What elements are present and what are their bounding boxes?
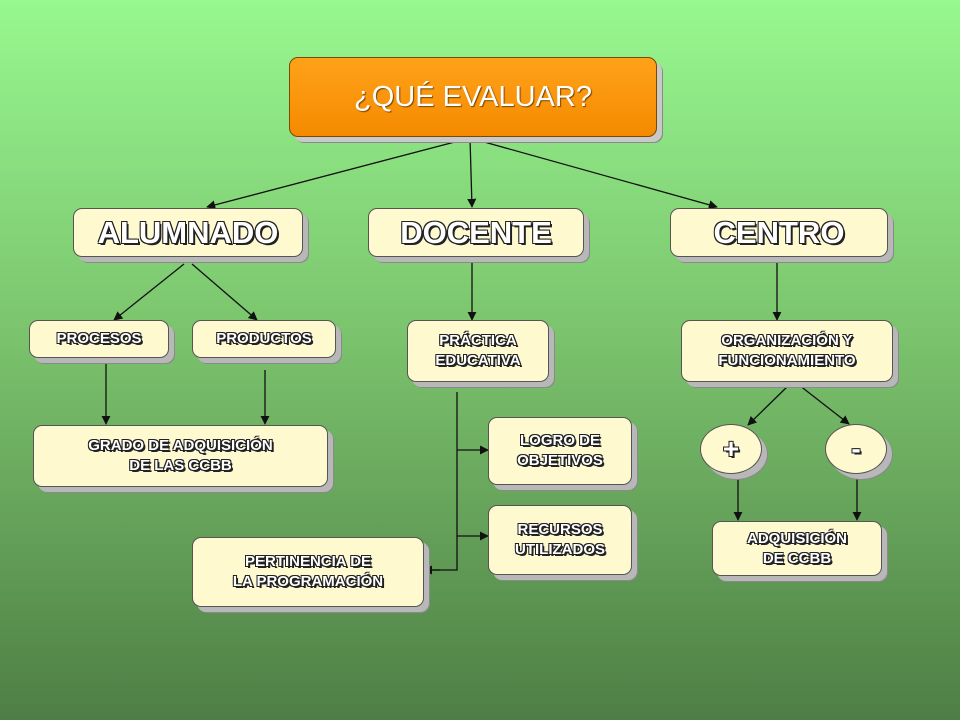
- adquisicion-node: ADQUISICIÓN DE CCBB: [712, 521, 882, 576]
- connector-practica-trunk: [428, 392, 458, 571]
- centro-node: CENTRO: [670, 208, 888, 257]
- recursos-node: RECURSOS UTILIZADOS: [488, 505, 632, 575]
- docente-label: DOCENTE: [400, 214, 552, 250]
- arrow-alumnado-productos: [191, 263, 258, 321]
- logro-node: LOGRO DE OBJETIVOS: [488, 417, 632, 485]
- arrow-title-docente: [467, 137, 477, 208]
- procesos-node: PROCESOS: [29, 320, 169, 358]
- organizacion-label: ORGANIZACIÓN Y FUNCIONAMIENTO: [718, 332, 856, 369]
- minus-label: -: [851, 433, 861, 464]
- arrow-title-centro: [469, 137, 718, 210]
- organizacion-node: ORGANIZACIÓN Y FUNCIONAMIENTO: [681, 320, 893, 382]
- title-node: ¿QUÉ EVALUAR?: [289, 57, 657, 137]
- productos-node: PRODUCTOS: [192, 320, 336, 358]
- pertinencia-label: PERTINENCIA DE LA PROGRAMACIÓN: [232, 553, 384, 590]
- grado-node: GRADO DE ADQUISICIÓN DE LAS CCBB: [33, 425, 328, 487]
- productos-label: PRODUCTOS: [216, 330, 312, 347]
- docente-node: DOCENTE: [368, 208, 584, 257]
- practica-label: PRÁCTICA EDUCATIVA: [435, 332, 521, 369]
- plus-label: +: [722, 433, 740, 464]
- adquisicion-label: ADQUISICIÓN DE CCBB: [746, 529, 847, 567]
- logro-label: LOGRO DE OBJETIVOS: [517, 432, 603, 469]
- alumnado-label: ALUMNADO: [97, 214, 279, 250]
- practica-node: PRÁCTICA EDUCATIVA: [407, 320, 549, 382]
- procesos-label: PROCESOS: [56, 330, 142, 347]
- pertinencia-node: PERTINENCIA DE LA PROGRAMACIÓN: [192, 537, 424, 607]
- arrow-alumnado-procesos: [113, 263, 185, 321]
- arrow-title-alumnado: [206, 137, 471, 210]
- grado-label: GRADO DE ADQUISICIÓN DE LAS CCBB: [88, 437, 273, 474]
- minus-node: -: [825, 424, 887, 474]
- recursos-label: RECURSOS UTILIZADOS: [515, 521, 605, 558]
- arrow-organizacion-plus: [747, 384, 790, 426]
- centro-label: CENTRO: [713, 214, 845, 250]
- plus-node: +: [700, 424, 762, 474]
- alumnado-node: ALUMNADO: [73, 208, 303, 257]
- title-text: ¿QUÉ EVALUAR?: [354, 80, 592, 113]
- arrow-organizacion-minus: [798, 384, 850, 425]
